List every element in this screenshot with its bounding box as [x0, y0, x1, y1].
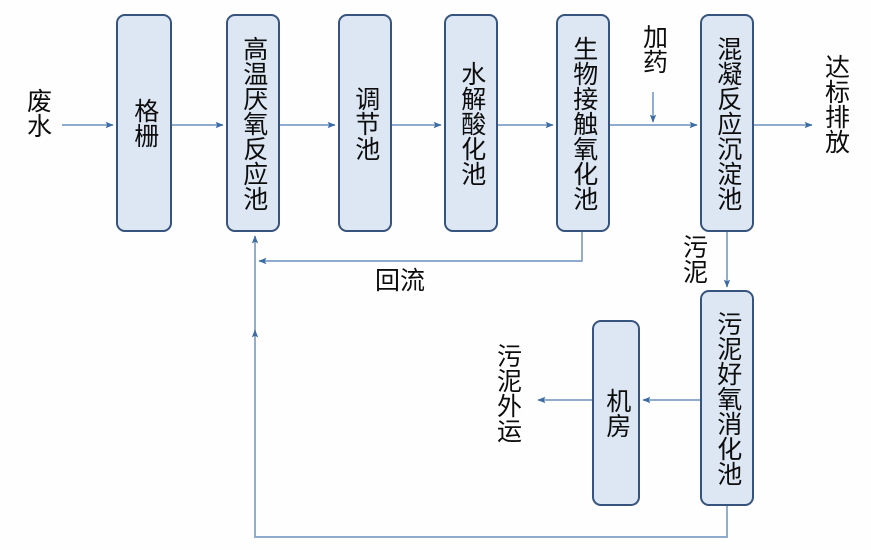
- label-dosing: 加药: [639, 24, 668, 74]
- node-machineroom-label: 机房: [602, 388, 631, 438]
- node-coagulation-label: 混凝反应沉淀池: [713, 35, 742, 211]
- node-machineroom[interactable]: 机房: [592, 320, 640, 506]
- node-equalize-label: 调节池: [351, 85, 380, 161]
- node-equalize[interactable]: 调节池: [338, 14, 392, 232]
- node-anaerobic-label: 高温厌氧反应池: [239, 35, 268, 211]
- label-effluent: 达标排放: [821, 54, 850, 154]
- node-coagulation[interactable]: 混凝反应沉淀池: [700, 14, 754, 232]
- node-grid[interactable]: 格栅: [116, 14, 172, 232]
- node-biocontact-label: 生物接触氧化池: [569, 35, 598, 211]
- node-digestion[interactable]: 污泥好氧消化池: [700, 290, 754, 506]
- node-biocontact[interactable]: 生物接触氧化池: [556, 14, 610, 232]
- label-sludge-haul: 污泥外运: [493, 343, 522, 443]
- label-reflux: 回流: [375, 267, 426, 295]
- node-grid-label: 格栅: [130, 98, 159, 148]
- node-hydrolysis[interactable]: 水解酸化池: [444, 14, 498, 232]
- edge-biocontact-reflux: [258, 232, 583, 265]
- node-hydrolysis-label: 水解酸化池: [457, 60, 486, 186]
- node-anaerobic[interactable]: 高温厌氧反应池: [226, 14, 280, 232]
- label-influent: 废水: [23, 88, 52, 138]
- node-digestion-label: 污泥好氧消化池: [713, 310, 742, 486]
- edge-digestion-return: [251, 329, 728, 538]
- label-sludge: 污泥: [679, 234, 708, 284]
